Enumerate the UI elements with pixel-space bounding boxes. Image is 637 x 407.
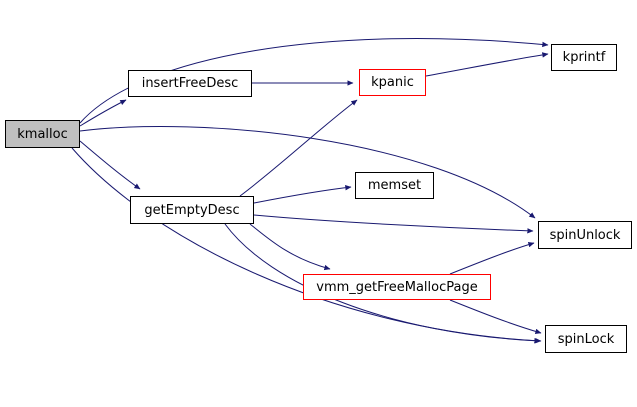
edge-kmalloc-to-kprintf xyxy=(79,38,549,124)
node-kprintf[interactable]: kprintf xyxy=(551,44,617,71)
node-spinLock[interactable]: spinLock xyxy=(545,325,627,353)
node-label-kpanic: kpanic xyxy=(371,75,414,90)
node-memset[interactable]: memset xyxy=(355,172,434,199)
edge-kpanic-to-kprintf xyxy=(425,52,549,77)
node-kmalloc[interactable]: kmalloc xyxy=(5,120,80,148)
node-label-vmm_getFreeMallocPage: vmm_getFreeMallocPage xyxy=(316,279,478,295)
node-label-kprintf: kprintf xyxy=(562,50,606,65)
node-label-kmalloc: kmalloc xyxy=(17,126,68,142)
edge-vmm_getFreeMallocPage-to-spinUnlock xyxy=(449,241,535,275)
edge-kmalloc-to-getEmptyDesc xyxy=(79,140,141,190)
edge-getEmptyDesc-to-spinUnlock xyxy=(253,214,534,234)
edge-getEmptyDesc-to-vmm_getFreeMallocPage xyxy=(249,223,331,271)
node-label-spinLock: spinLock xyxy=(557,331,615,347)
node-insertFreeDesc[interactable]: insertFreeDesc xyxy=(128,70,252,97)
node-label-spinUnlock: spinUnlock xyxy=(549,227,621,243)
edge-getEmptyDesc-to-spinLock xyxy=(224,223,541,344)
node-getEmptyDesc[interactable]: getEmptyDesc xyxy=(130,196,254,224)
node-vmm_getFreeMallocPage[interactable]: vmm_getFreeMallocPage xyxy=(303,274,491,300)
node-kpanic[interactable]: kpanic xyxy=(359,69,426,96)
node-label-getEmptyDesc: getEmptyDesc xyxy=(144,202,240,218)
node-label-memset: memset xyxy=(367,178,422,193)
edge-getEmptyDesc-to-memset xyxy=(253,184,352,204)
edge-getEmptyDesc-to-kpanic xyxy=(239,99,358,197)
edge-kmalloc-to-spinUnlock xyxy=(79,126,536,219)
edge-vmm_getFreeMallocPage-to-spinLock xyxy=(449,299,542,335)
node-label-insertFreeDesc: insertFreeDesc xyxy=(141,76,239,91)
edge-kmalloc-to-insertFreeDesc xyxy=(79,99,127,127)
node-spinUnlock[interactable]: spinUnlock xyxy=(538,221,632,249)
edge-kmalloc-to-spinLock xyxy=(71,147,542,344)
